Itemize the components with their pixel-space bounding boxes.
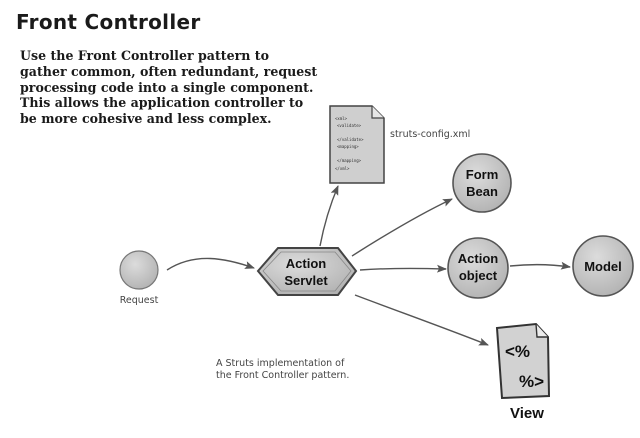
action-object-label-line1: Action	[458, 251, 499, 266]
config-file-document-icon: <xml> <validate> </validate> <mapping> <…	[329, 105, 385, 184]
intro-paragraph: Use the Front Controller pattern to gath…	[20, 48, 318, 127]
config-file-label: struts-config.xml	[390, 129, 470, 140]
action-object-label-line2: object	[459, 268, 498, 283]
view-label: View	[510, 405, 544, 422]
arrow-actionobject-to-model	[509, 261, 571, 270]
arrow-servlet-to-config	[319, 185, 339, 247]
arrow-servlet-to-view	[354, 294, 489, 346]
config-line: </mapping>	[337, 158, 362, 163]
arrow-servlet-to-formbean	[351, 198, 453, 257]
config-line: </validate>	[337, 137, 364, 142]
view-symbol-open: <%	[505, 342, 530, 361]
model-label: Model	[584, 259, 622, 274]
config-line: <xml>	[335, 116, 348, 121]
request-node	[119, 250, 159, 290]
page-title: Front Controller	[16, 10, 201, 34]
form-bean-label-line2: Bean	[466, 184, 498, 199]
form-bean-node	[452, 153, 512, 213]
model-node	[572, 235, 634, 297]
arrow-request-to-servlet	[166, 257, 255, 271]
config-line: <validate>	[337, 123, 362, 128]
config-line: <mapping>	[337, 144, 359, 149]
view-document-icon: <% %>	[495, 322, 551, 400]
config-line: </xml>	[335, 166, 350, 171]
request-label: Request	[120, 295, 159, 306]
action-servlet-node	[256, 247, 358, 296]
action-object-node	[447, 237, 509, 299]
diagram-caption: A Struts implementation of the Front Con…	[216, 358, 350, 381]
view-symbol-close: %>	[519, 372, 544, 391]
action-servlet-label-line1: Action	[286, 256, 327, 271]
arrow-servlet-to-actionobject	[359, 264, 447, 273]
action-servlet-label-line2: Servlet	[284, 273, 328, 288]
form-bean-label-line1: Form	[466, 167, 499, 182]
